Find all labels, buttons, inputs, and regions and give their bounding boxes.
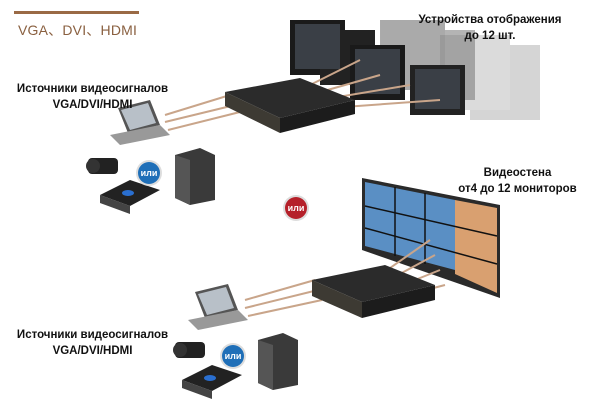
top-bluray [100,180,160,214]
top-server [175,148,215,205]
top-sources-label: Источники видеосигналов VGA/DVI/HDMI [5,81,180,113]
signal-formats: VGA、DVI、HDMI [18,22,138,38]
top-matrix-switch [225,78,355,118]
videowall-label: Видеостена от4 до 12 мониторов [430,165,600,197]
display-monitors [290,20,540,120]
bottom-laptop [188,284,248,330]
displays-line1: Устройства отображения [418,14,562,26]
bottom-matrix-switch [312,265,435,302]
bottom-camera [173,342,205,358]
top-sources-line2: VGA/DVI/HDMI [52,99,133,111]
top-sources-line1: Источники видеосигналов [16,83,169,95]
displays-label: Устройства отображения до 12 шт. [395,12,585,44]
brand-divider [14,11,139,14]
videowall-line1: Видеостена [483,167,552,179]
bottom-server [258,333,298,390]
bottom-sources-line1: Источники видеосигналов [16,329,169,341]
top-or-badge: или [138,162,160,184]
bottom-or-badge: или [222,345,244,367]
bottom-bluray [182,365,242,399]
top-laptop [110,100,170,145]
bottom-sources-label: Источники видеосигналов VGA/DVI/HDMI [5,327,180,359]
videowall-line2: от4 до 12 мониторов [458,183,577,195]
video-wall [362,178,500,298]
displays-line2: до 12 шт. [464,30,516,42]
middle-or-badge: или [285,197,307,219]
top-camera [86,158,118,174]
bottom-sources-line2: VGA/DVI/HDMI [52,345,133,357]
